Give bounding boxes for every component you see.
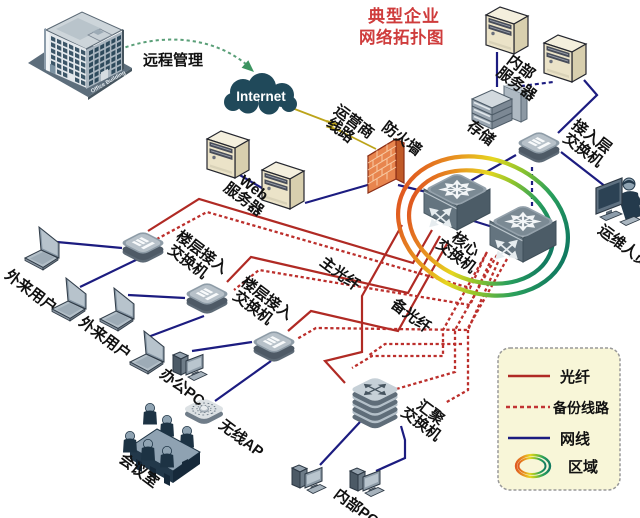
svg-text:典型企业: 典型企业 [368, 6, 440, 26]
svg-text:网络拓扑图: 网络拓扑图 [359, 27, 444, 47]
svg-text:光纤: 光纤 [559, 368, 590, 386]
svg-text:远程管理: 远程管理 [143, 51, 203, 69]
svg-text:Internet: Internet [236, 89, 286, 104]
svg-text:网线: 网线 [560, 430, 590, 448]
svg-text:备份线路: 备份线路 [552, 400, 610, 416]
svg-text:区域: 区域 [568, 458, 598, 476]
